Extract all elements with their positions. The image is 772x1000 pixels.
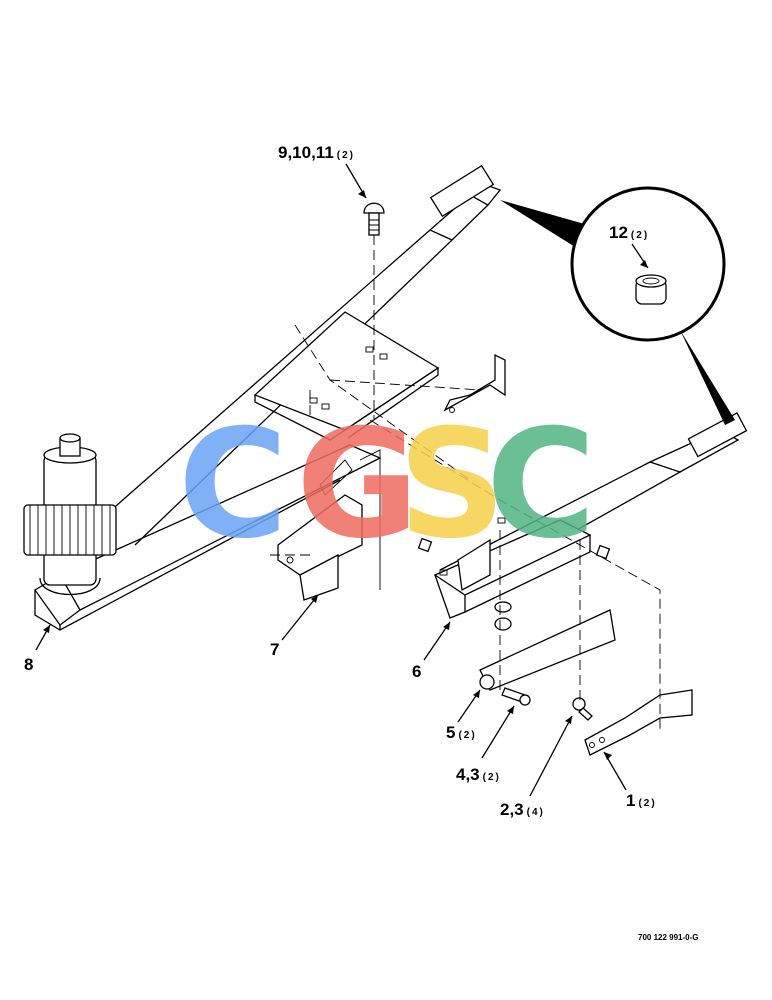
callout-2-3: 2,3(4)	[500, 800, 545, 819]
bolt-4	[501, 687, 531, 706]
bolt-2	[572, 697, 593, 721]
callout-9-10-11: 9,10,11(2)	[278, 143, 355, 162]
callout-12: 12(2)	[609, 223, 649, 242]
nuts-washers	[417, 537, 611, 631]
watermark-letter-4: C	[486, 398, 596, 572]
carriage-bolt	[363, 202, 385, 236]
callout-5: 5(2)	[446, 723, 477, 742]
reference-number: 700 122 991-0-G	[638, 933, 699, 942]
callout-6: 6	[412, 662, 421, 681]
bracket-7	[277, 449, 381, 601]
callout-4-3: 4,3(2)	[456, 765, 501, 784]
bracket-1	[584, 689, 693, 756]
callout-8: 8	[24, 655, 33, 674]
watermark-letter-3: S	[398, 398, 506, 572]
callout-7: 7	[270, 640, 279, 659]
bracket-top-right	[443, 353, 506, 413]
strap-5	[479, 609, 616, 691]
right-arm	[433, 412, 748, 619]
detail-circle	[500, 186, 735, 425]
leader-lines	[35, 163, 649, 797]
watermark-letter-2: G	[296, 398, 419, 572]
gear	[23, 504, 117, 556]
callout-1: 1(2)	[626, 791, 657, 810]
watermark-letter-1: C	[178, 398, 288, 572]
callouts: 9,10,11(2) 12(2) 8 7 6 5(2) 4,3(2) 2,3(4…	[24, 143, 657, 819]
assembly-lines	[270, 235, 661, 730]
bushing-12	[635, 274, 667, 305]
watermark: C G S C	[178, 398, 596, 572]
left-arm	[23, 164, 502, 631]
